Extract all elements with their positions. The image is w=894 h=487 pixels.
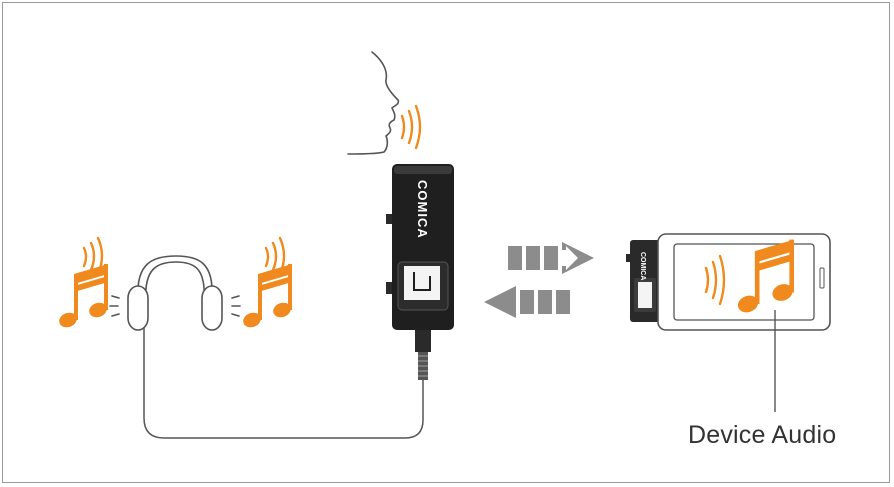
- speaker-head-icon: [347, 51, 400, 155]
- music-note-icon: [241, 264, 293, 330]
- brand-label: COMICA: [415, 180, 430, 239]
- arrow-left-icon: [484, 286, 570, 318]
- sound-wave-icon: [82, 236, 104, 276]
- ear-emission-left: [109, 295, 120, 317]
- sound-wave-icon: [704, 254, 726, 306]
- sound-wave-icon: [400, 104, 422, 150]
- receiver-brand-label: COMICA: [639, 252, 646, 280]
- sound-wave-icon: [264, 236, 286, 276]
- music-note-icon: [57, 264, 109, 330]
- ear-emission-right: [231, 295, 241, 317]
- headphones-icon: [127, 255, 223, 331]
- arrow-right-icon: [508, 242, 594, 274]
- device-audio-label: Device Audio: [688, 421, 837, 449]
- audio-cable: [143, 300, 424, 439]
- wireless-transmitter-icon: [386, 164, 454, 380]
- phone-with-receiver-icon: [626, 233, 831, 331]
